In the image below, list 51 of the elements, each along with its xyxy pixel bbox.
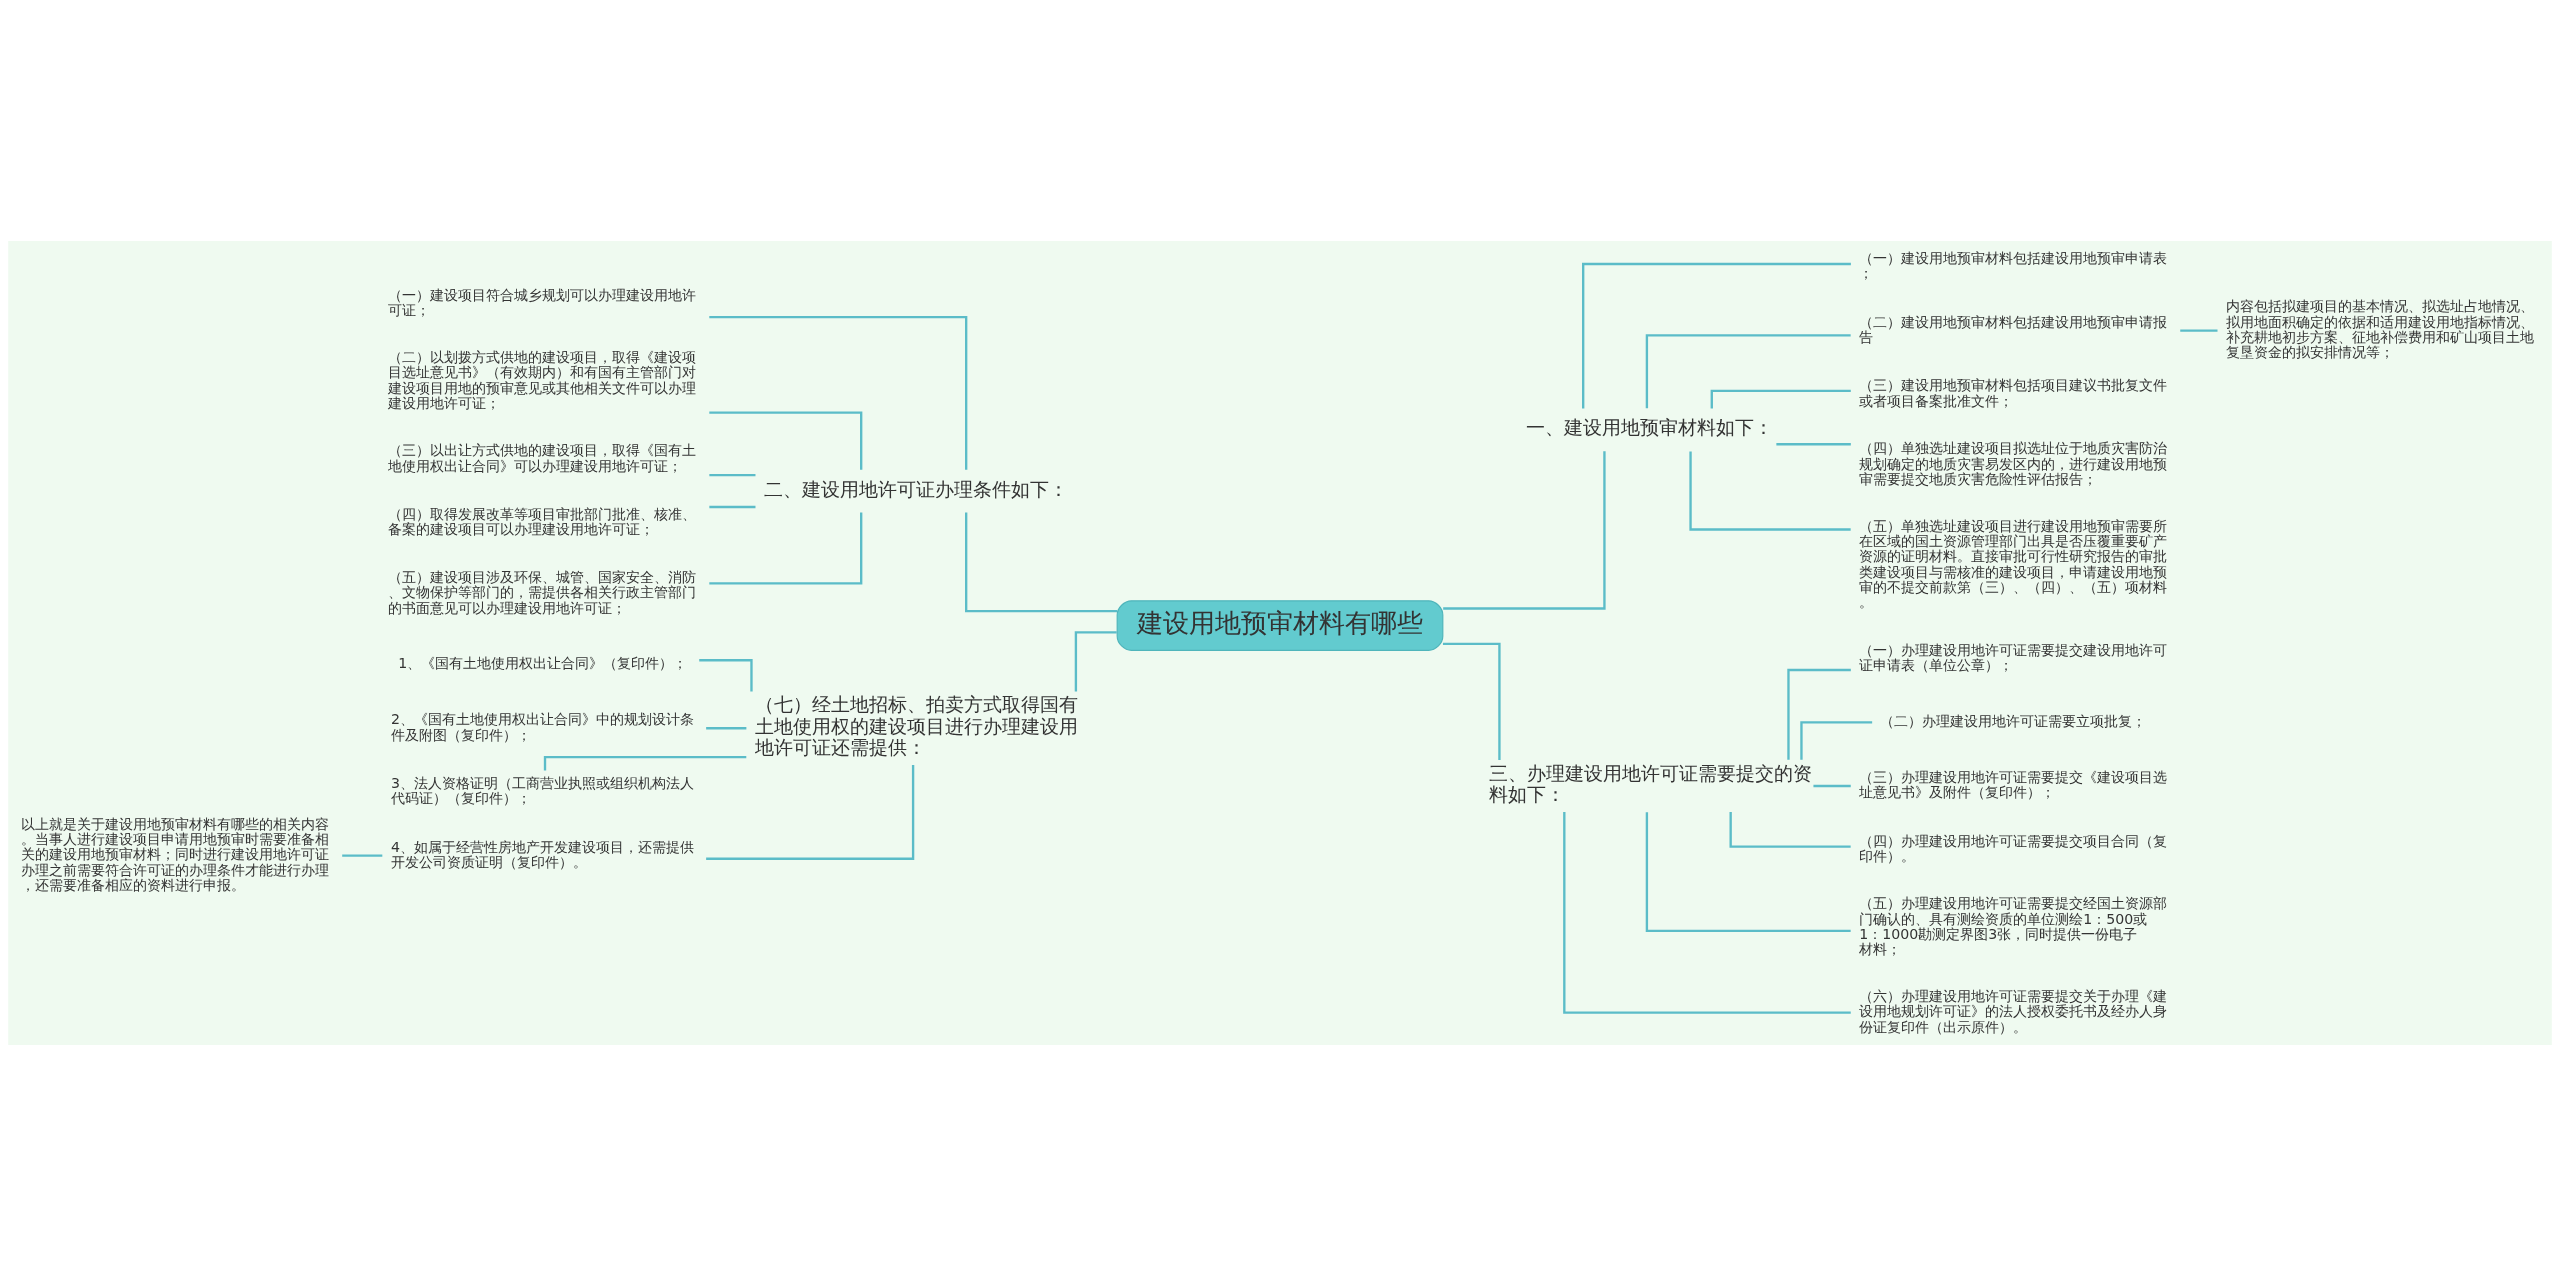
node-text: 4、如属于经营性房地产开发建设项目，还需提供开发公司资质证明（复印件）。 (391, 838, 695, 870)
connector (1645, 811, 1851, 932)
connector (1563, 811, 1851, 1014)
node-text: （四）取得发展改革等项目审批部门批准、核准、备案的建设项目可以办理建设用地许可证； (388, 505, 697, 537)
node-text: （一）建设用地预审材料包括建设用地预审申请表； (1859, 249, 2168, 281)
connector (699, 658, 753, 691)
node-text: 三、办理建设用地许可证需要提交的资料如下： (1488, 761, 1812, 805)
connector (1776, 442, 1851, 445)
connector (2180, 329, 2218, 332)
connector (709, 410, 863, 470)
connector (1800, 720, 1873, 760)
node-text: （一）办理建设用地许可证需要提交建设用地许可证申请表（单位公章）； (1859, 641, 2168, 673)
node-text: 3、法人资格证明（工商营业执照或组织机构法人代码证）（复印件）； (391, 774, 695, 806)
connector (709, 505, 756, 508)
node-text: （四）办理建设用地许可证需要提交项目合同（复印件）。 (1859, 832, 2168, 864)
connector (1645, 333, 1851, 408)
connector (709, 512, 863, 585)
node-text: （五）单独选址建设项目进行建设用地预审需要所在区域的国土资源管理部门出具是否压覆重要矿产资源的证明材料。直接审批可行性研究报告的审批类建设项目与需核准的建设项目，申请建设用地预审的不提交前款第（三）、（四）、（五）项材料。 (1859, 517, 2168, 610)
node-text: 内容包括拟建项目的基本情况、拟选址占地情况、拟用地面积确定的依据和适用建设用地指标情况、补充耕地初步方案、征地补偿费用和矿山项目土地复垦资金的拟安排情况等； (2226, 297, 2535, 360)
node-text: 2、《国有土地使用权出让合同》中的规划设计条件及附图（复印件）； (391, 710, 695, 743)
connector (709, 315, 968, 470)
node-text: （三）以出让方式供地的建设项目，取得《国有土地使用权出让合同》可以办理建设用地许可证； (388, 441, 697, 474)
node-text: （一）建设项目符合城乡规划可以办理建设用地许可证； (388, 286, 697, 318)
node-text: （二）以划拨方式供地的建设项目，取得《建设项目选址意见书》（有效期内）和有国有主管部门对建设项目用地的预审意见或其他相关文件可以办理建设用地许可证； (388, 348, 697, 411)
node-text: （五）办理建设用地许可证需要提交经国土资源部门确认的、具有测绘资质的单位测绘1：500或1：1000勘测定界图3张，同时提供一份电子材料； (1859, 894, 2168, 957)
connector (965, 512, 1118, 612)
connector (1442, 642, 1501, 760)
connector (1710, 389, 1851, 408)
connector (342, 853, 383, 857)
connector (1074, 630, 1117, 691)
node-text: （三）办理建设用地许可证需要提交《建设项目选址意见书》及附件（复印件）； (1859, 768, 2168, 800)
node-text: 以上就是关于建设用地预审材料有哪些的相关内容。当事人进行建设项目申请用地预审时需要准备相关的建设用地预审材料；同时进行建设用地许可证办理之前需要符合许可证的办理条件才能进行办理，还需要准备相应的资料进行申报。 (21, 815, 330, 893)
node-text: （三）建设用地预审材料包括项目建议书批复文件或者项目备案批准文件； (1859, 376, 2168, 409)
node-text: 一、建设用地预审材料如下： (1525, 415, 1773, 438)
connector (1689, 450, 1851, 531)
node-text: （六）办理建设用地许可证需要提交关于办理《建设用地规划许可证》的法人授权委托书及经办人身份证复印件（出示原件）。 (1859, 987, 2168, 1035)
node-text: （二）办理建设用地许可证需要立项批复； (1880, 712, 2147, 729)
node-text: （二）建设用地预审材料包括建设用地预审申请报告 (1859, 313, 2168, 345)
connector (1443, 450, 1606, 610)
node-text: （七）经土地招标、拍卖方式取得国有土地使用权的建设项目进行办理建设用地许可证还需提供： (755, 692, 1079, 758)
node-box: 建设用地预审材料有哪些 (1116, 599, 1444, 651)
node-text: （五）建设项目涉及环保、城管、国家安全、消防、文物保护等部门的，需提供各相关行政主管部门的书面意见可以办理建设用地许可证； (388, 568, 697, 616)
node-text: 二、建设用地许可证办理条件如下： (763, 477, 1068, 500)
connector (709, 473, 756, 476)
connector (1813, 784, 1851, 787)
connector (1787, 668, 1851, 760)
node-text: 1、《国有土地使用权出让合同》（复印件）； (398, 654, 688, 671)
connector (706, 764, 915, 860)
node-text: （四）单独选址建设项目拟选址位于地质灾害防治规划确定的地质灾害易发区内的，进行建设用地预审需要提交地质灾害危险性评估报告； (1859, 439, 2168, 487)
connector (706, 726, 747, 729)
connector (1582, 262, 1851, 408)
